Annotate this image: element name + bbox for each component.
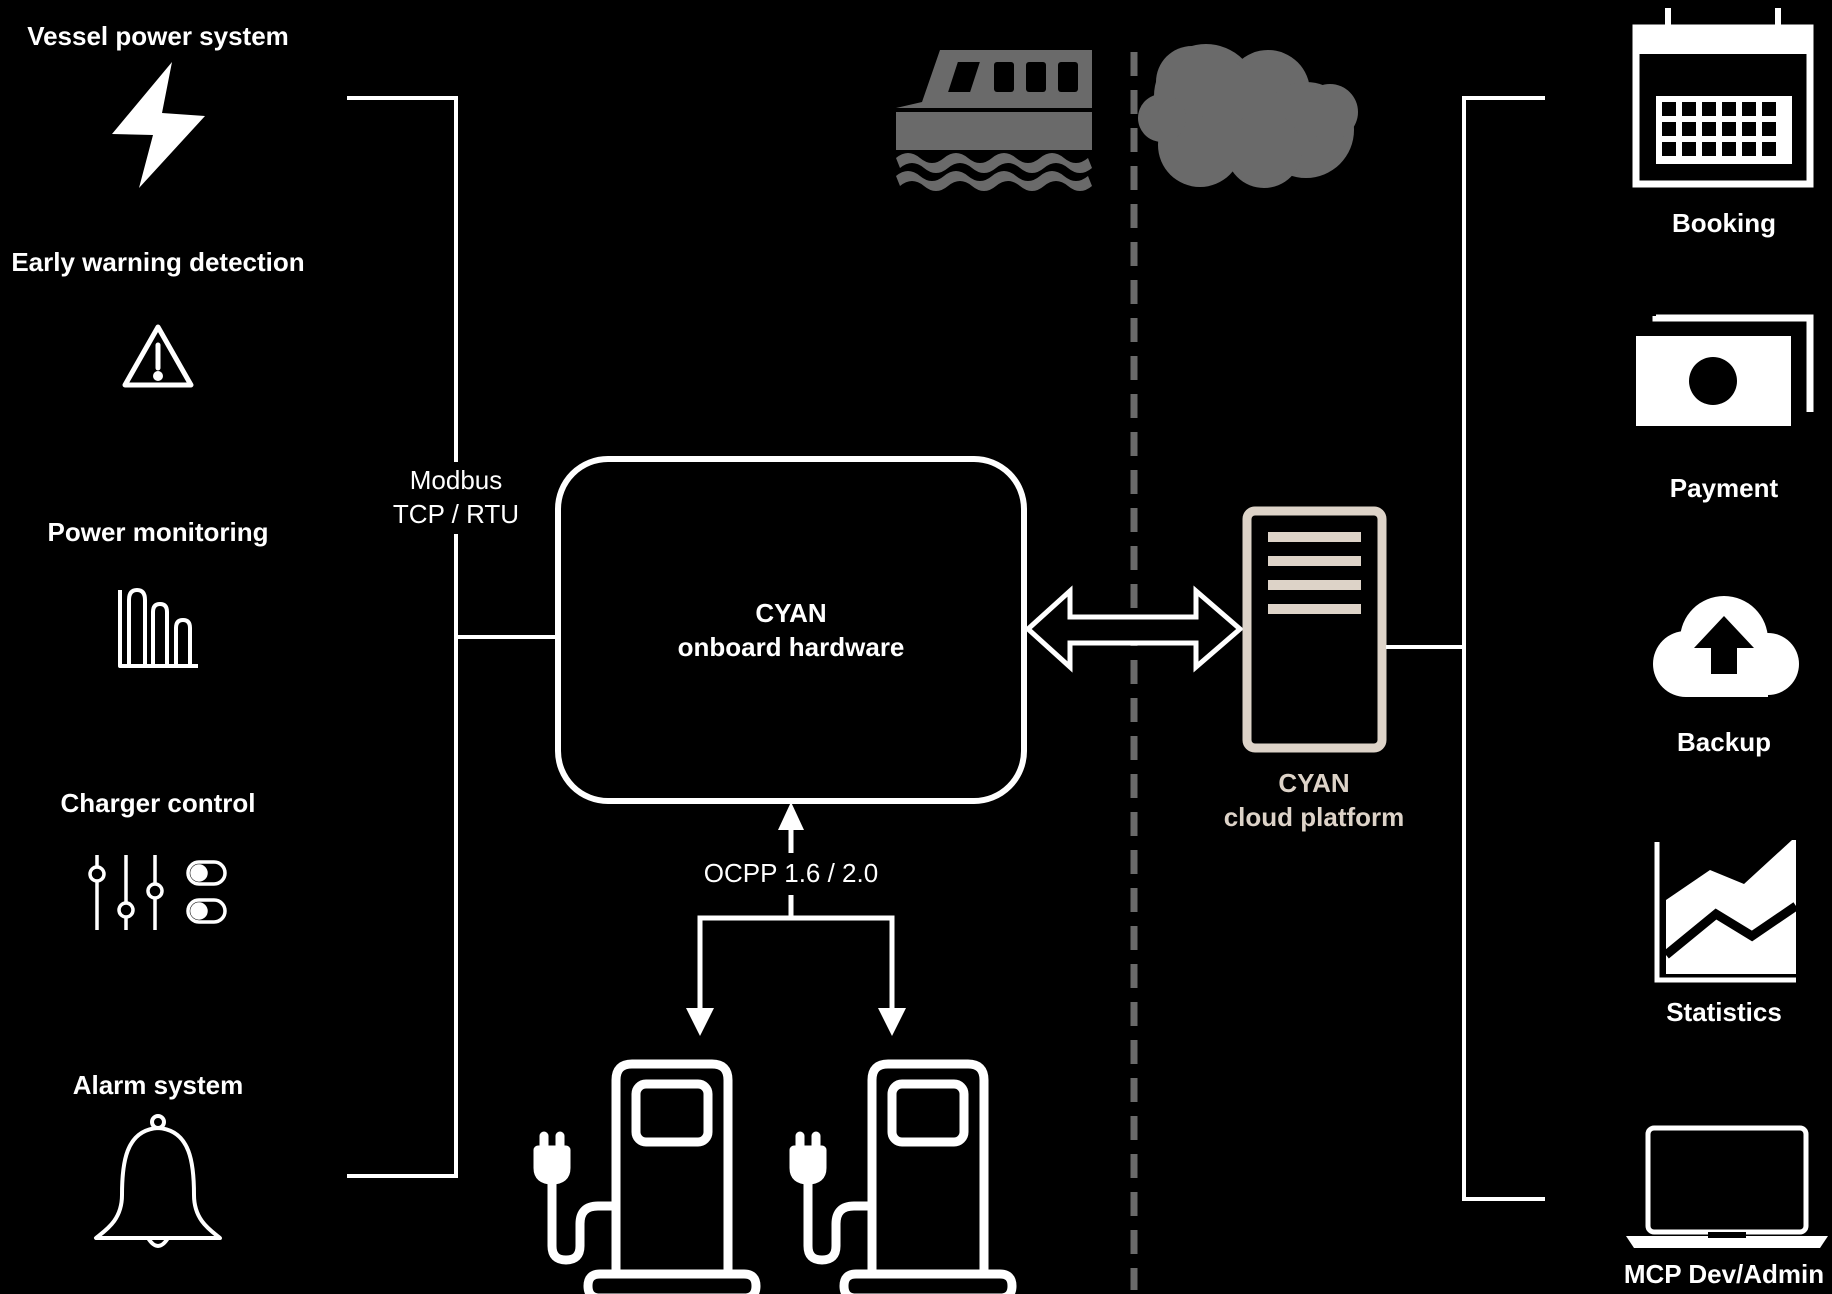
bidirectional-arrow bbox=[1024, 585, 1244, 673]
service-label-backup: Backup bbox=[1677, 727, 1771, 757]
bar-chart-icon bbox=[118, 588, 198, 668]
onboard-hardware-box bbox=[555, 456, 1027, 804]
arrowhead-down-right bbox=[878, 1008, 906, 1036]
feature-label-power-monitoring: Power monitoring bbox=[48, 517, 269, 547]
service-label-statistics: Statistics bbox=[1666, 997, 1782, 1027]
cloud-upload-icon bbox=[1653, 596, 1799, 697]
feature-label-charger-control: Charger control bbox=[60, 788, 255, 818]
onboard-title: CYAN bbox=[755, 598, 826, 628]
modbus-label-bg bbox=[384, 462, 534, 534]
cloud-server-icon bbox=[1242, 506, 1387, 753]
lightning-bolt-icon bbox=[112, 62, 205, 188]
modbus-label: Modbus bbox=[410, 465, 503, 495]
ocpp-label-bg bbox=[692, 853, 892, 895]
feature-label-alarm-system: Alarm system bbox=[73, 1070, 244, 1100]
ocpp-arrowheads bbox=[686, 802, 906, 1036]
onboard-subtitle: onboard hardware bbox=[678, 632, 905, 662]
bell-icon bbox=[94, 1114, 222, 1248]
cloud-platform-title: CYAN bbox=[1278, 768, 1349, 798]
area-chart-icon bbox=[1654, 840, 1799, 983]
arrowhead-down-left bbox=[686, 1008, 714, 1036]
warning-triangle-icon bbox=[122, 324, 194, 388]
service-label-payment: Payment bbox=[1670, 473, 1779, 503]
sliders-toggles-icon bbox=[88, 855, 227, 930]
cloud-icon bbox=[1138, 44, 1358, 188]
arrowhead-up bbox=[778, 802, 804, 830]
cloud-platform-subtitle: cloud platform bbox=[1224, 802, 1405, 832]
feature-label-vessel-power: Vessel power system bbox=[27, 21, 289, 51]
feature-label-early-warning: Early warning detection bbox=[11, 247, 304, 277]
right-bracket bbox=[1386, 96, 1545, 1201]
laptop-icon bbox=[1626, 1125, 1828, 1248]
boat-icon bbox=[896, 50, 1092, 191]
left-bracket bbox=[347, 96, 556, 1178]
service-label-mcp-admin: MCP Dev/Admin bbox=[1624, 1259, 1824, 1289]
modbus-protocol-label: TCP / RTU bbox=[393, 499, 519, 529]
banknote-icon bbox=[1636, 314, 1814, 426]
ocpp-label: OCPP 1.6 / 2.0 bbox=[704, 858, 878, 888]
service-label-booking: Booking bbox=[1672, 208, 1776, 238]
calendar-icon bbox=[1632, 8, 1814, 188]
ev-charger-icon bbox=[533, 1059, 761, 1294]
ev-charger-icon bbox=[789, 1059, 1017, 1294]
